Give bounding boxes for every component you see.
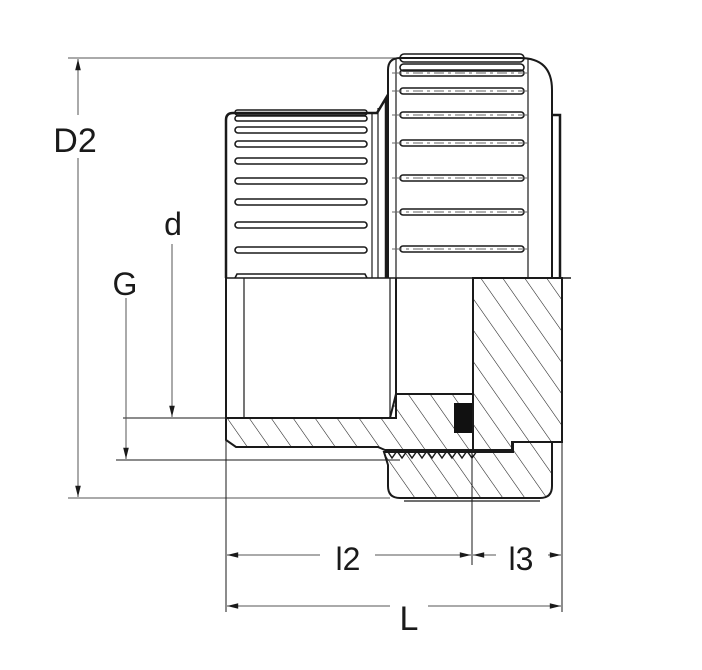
label-d: d [164,206,182,242]
extension-lines [225,440,563,612]
left-body-section [225,278,474,451]
dimension-d2: D2 [53,57,400,499]
tailpiece-section [472,277,563,451]
left-body [224,93,571,279]
label-l3: l3 [509,541,534,577]
seal-ring [454,403,473,433]
label-d2: D2 [53,122,96,160]
label-l: L [400,600,419,638]
union-nut [387,53,562,278]
label-g: G [113,266,138,302]
union-nut-section [382,441,553,502]
dimension-d: d [123,206,240,419]
thread-profile [387,449,478,460]
left-grip-ribs [234,109,368,279]
dimension-g: G [113,266,400,461]
label-l2: l2 [336,541,361,577]
nut-grip-ribs [399,53,525,253]
